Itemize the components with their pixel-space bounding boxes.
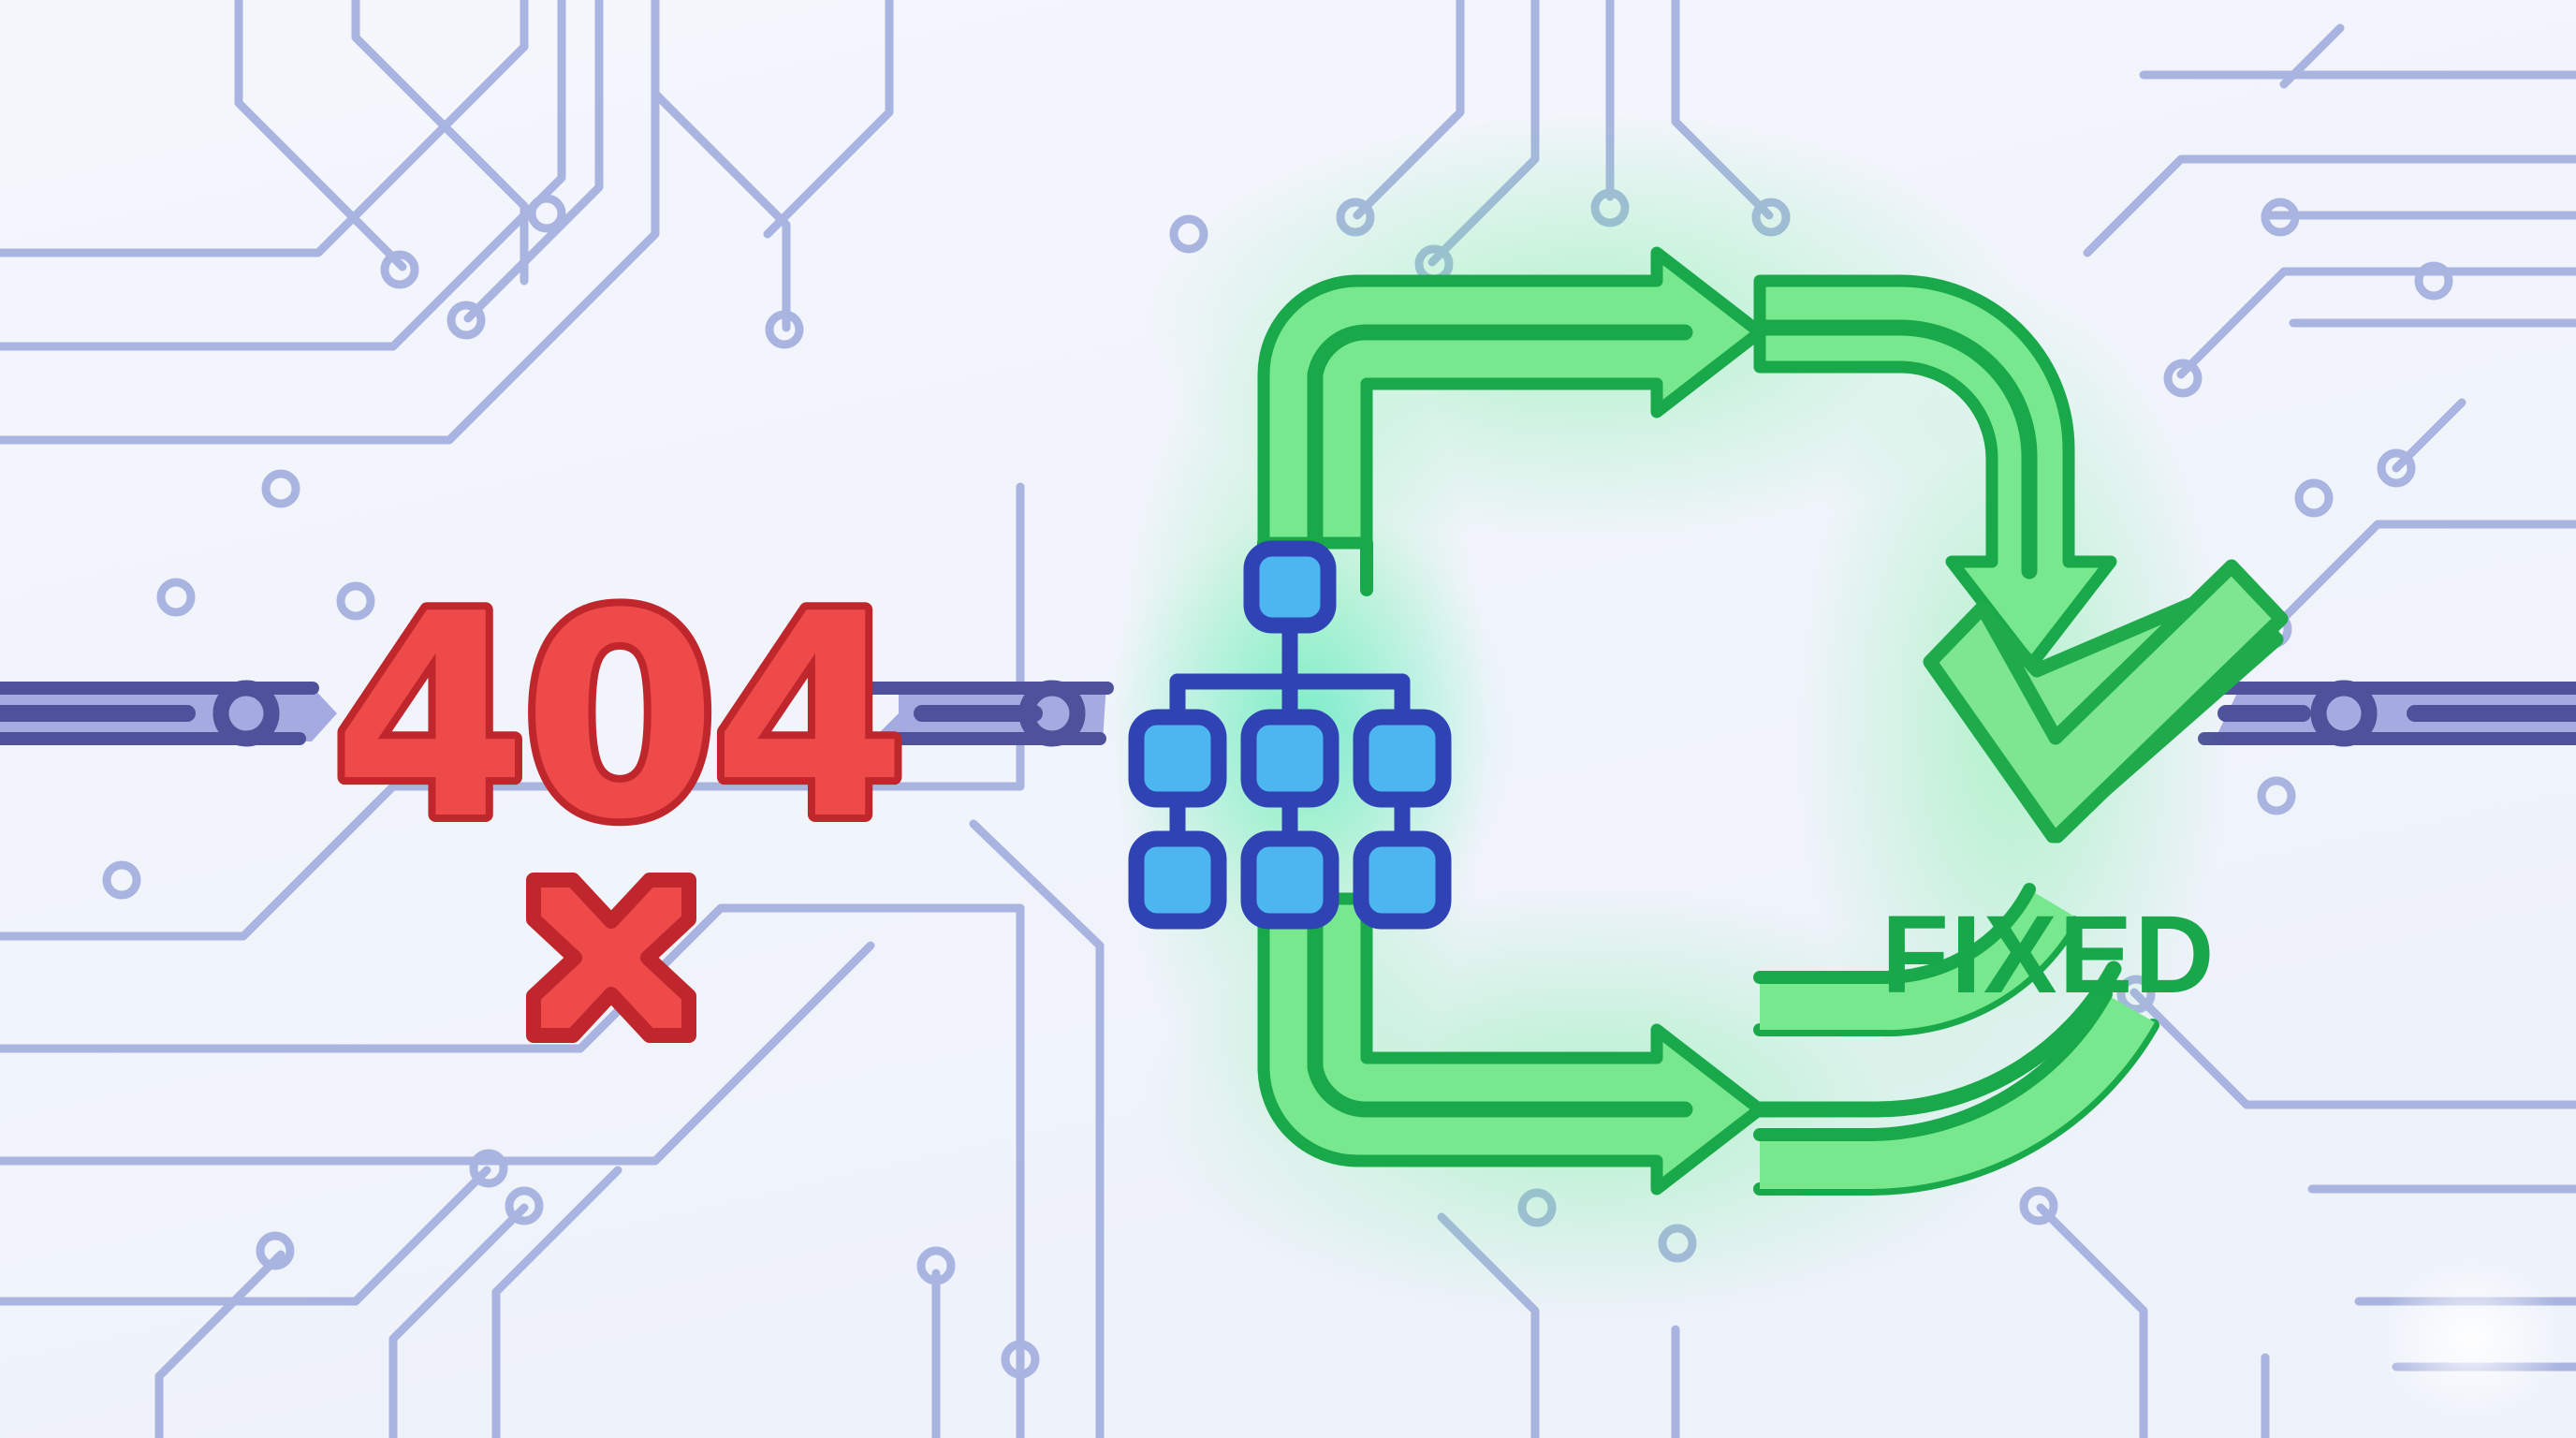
tree-node-child-left[interactable]	[1128, 709, 1227, 808]
bus-bar-right	[2198, 680, 2576, 747]
status-badge: FIXED	[1881, 893, 2217, 1017]
loop-arrow-top-left-rib	[1307, 324, 1693, 551]
circuit-node-icon	[1018, 680, 1086, 747]
tree-node-root[interactable]	[1243, 540, 1337, 634]
circuit-node-icon	[212, 680, 280, 747]
error-code-404: 404	[332, 554, 901, 881]
tree-nodes	[1128, 540, 1452, 930]
loop-arrow-bottom-left-rib	[1307, 890, 1693, 1118]
circuit-node-icon	[2310, 680, 2378, 747]
circular-arrows-icon	[1257, 246, 2159, 1196]
loop-arrow-bottom-right-rib	[1751, 961, 2122, 1118]
loop-arrow-bottom-right-inneredge	[1753, 883, 2036, 985]
bus-bar-left	[0, 680, 337, 747]
tree-node-child-mid[interactable]	[1240, 709, 1339, 808]
watermark-glow	[2378, 1255, 2565, 1423]
tree-node-leaf-mid[interactable]	[1240, 830, 1339, 930]
check-mark-icon	[1923, 559, 2289, 844]
bus-bar-center	[864, 680, 1114, 747]
tree-node-child-right[interactable]	[1353, 709, 1452, 808]
tree-node-leaf-right[interactable]	[1353, 830, 1452, 930]
x-cross-icon	[526, 873, 696, 1043]
tree-node-leaf-left[interactable]	[1128, 830, 1227, 930]
loop-arrow-bottom-right-outeredge	[1753, 988, 2113, 1141]
loop-arrow-top-right-rib	[1751, 319, 2038, 580]
loop-arrow-bottom-right-band	[1760, 889, 2076, 1031]
